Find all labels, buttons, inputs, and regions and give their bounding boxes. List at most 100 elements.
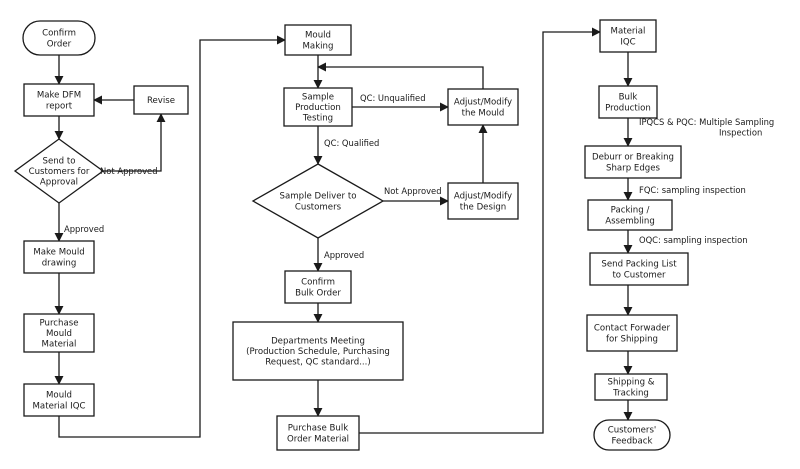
node-label-line: Mould [46,329,72,339]
node-label-line: Make Mould [33,248,84,258]
node-departments-meeting: Departments Meeting(Production Schedule,… [232,321,404,381]
node-label-line: Material [42,340,77,350]
node-label-line: Send to [42,156,75,166]
node-label-line: Feedback [612,436,653,446]
node-label-line: Production [605,103,651,113]
edge-label-line: Inspection [719,128,762,138]
node-label-line: Mould [46,391,72,401]
node-label-line: Approval [40,178,78,188]
node-label-line: Tracking [612,388,649,398]
edge-label-approved-left: Approved [64,224,104,234]
node-label-line: Customers [295,202,342,212]
edge-label-qc-qualified: QC: Qualified [324,138,379,148]
edge-adjust-mould-loop [317,62,484,89]
node-label-line: Make DFM [37,91,81,101]
node-label-line: the Design [460,202,507,212]
node-label: Departments Meeting(Production Schedule,… [246,336,390,367]
node-label-line: Material IQC [33,401,86,411]
node-label-line: Shipping & [608,378,655,388]
node-label-line: Adjust/Modify [454,192,512,202]
node-revise: Revise [133,85,189,115]
edge-label-approved-middle: Approved [324,250,364,260]
node-label-line: Sample [302,92,334,102]
node-label: Revise [147,96,175,106]
edge-label-oqc: OQC: sampling inspection [639,235,748,245]
node-label-line: Mould [305,31,331,41]
node-label-line: Send Packing List [601,260,677,270]
edge-label-line: IPQCS & PQC: Multiple Sampling [639,117,774,127]
node-label-line: Customers' [608,426,657,436]
node-label-line: Revise [147,96,175,106]
node-label: Shipping &Tracking [608,378,655,399]
node-label-line: Bulk Order [295,288,341,298]
node-packing-assembling: Packing /Assembling [587,199,673,231]
node-label-line: Order Material [287,434,349,444]
node-label-line: Production [295,103,341,113]
node-label: Customers'Feedback [608,426,657,447]
edge-label-not-approved-left: Not Approved [100,166,158,176]
node-label-line: report [46,101,73,111]
node-label-line: Departments Meeting [271,336,365,346]
node-label-line: Adjust/Modify [454,98,512,108]
edge-label-fqc: FQC: sampling inspection [639,185,746,195]
node-label-line: Sharp Edges [606,163,661,173]
node-customers-feedback: Customers'Feedback [593,419,671,451]
node-label-line: Customers for [29,167,90,177]
node-label-line: Packing / [611,206,650,216]
node-label-line: to Customer [612,270,666,280]
edge-label-not-approved-middle: Not Approved [384,186,442,196]
node-label-line: Request, QC standard...) [265,358,371,368]
node-label-line: for Shipping [606,334,658,344]
edge-label-qc-unqualified: QC: Unqualified [360,93,426,103]
node-label-line: IQC [620,37,635,47]
node-label-line: Purchase [39,318,78,328]
node-label-line: Order [47,39,72,49]
edge-iqc-to-mould-making [58,35,286,438]
edge-purchase-to-material [359,27,601,434]
node-label-line: Assembling [605,216,655,226]
edge-send-to-revise [103,113,166,172]
node-label-line: (Production Schedule, Purchasing [246,347,390,357]
node-label-line: Sample Deliver to [280,192,357,202]
node-label-line: Making [303,41,334,51]
node-label-line: Confirm [301,278,335,288]
node-label-line: Testing [302,114,333,124]
node-label-line: Contact Forwader [594,324,671,334]
